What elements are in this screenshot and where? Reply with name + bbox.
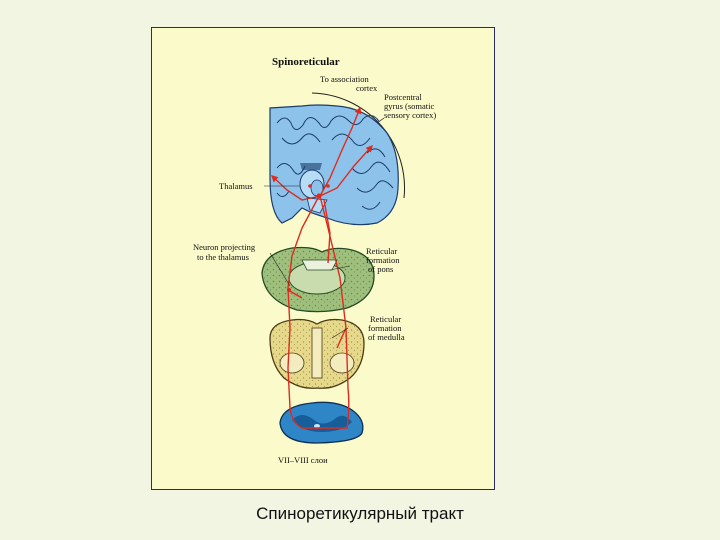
label-spinal-laminae: VII–VIII слои — [278, 455, 328, 465]
thalamic-relay-dot — [316, 193, 322, 199]
label-association-cortex: To association cortex — [320, 74, 378, 93]
figure-panel: Spinoreticular — [151, 27, 495, 490]
diagram-title: Spinoreticular — [272, 56, 340, 68]
spinal-cord-section — [279, 401, 364, 444]
medulla-section — [269, 318, 365, 389]
brain-section — [269, 104, 399, 226]
cortex-arc — [311, 92, 406, 199]
leader-lines — [264, 185, 351, 339]
spinoreticular-tract — [270, 106, 373, 429]
label-reticular-pons: Reticular formation of pons — [366, 246, 402, 274]
label-neuron-projecting: Neuron projecting to the thalamus — [193, 242, 257, 262]
pons-section — [261, 246, 375, 313]
label-thalamus: Thalamus — [219, 181, 253, 191]
label-reticular-medulla: Reticular formation of medulla — [368, 314, 405, 342]
slide-caption: Спиноретикулярный тракт — [256, 504, 464, 523]
label-postcentral-gyrus: Postcentral gyrus (somatic sensory corte… — [384, 92, 436, 120]
pathway-diagram: Spinoreticular — [193, 56, 436, 465]
